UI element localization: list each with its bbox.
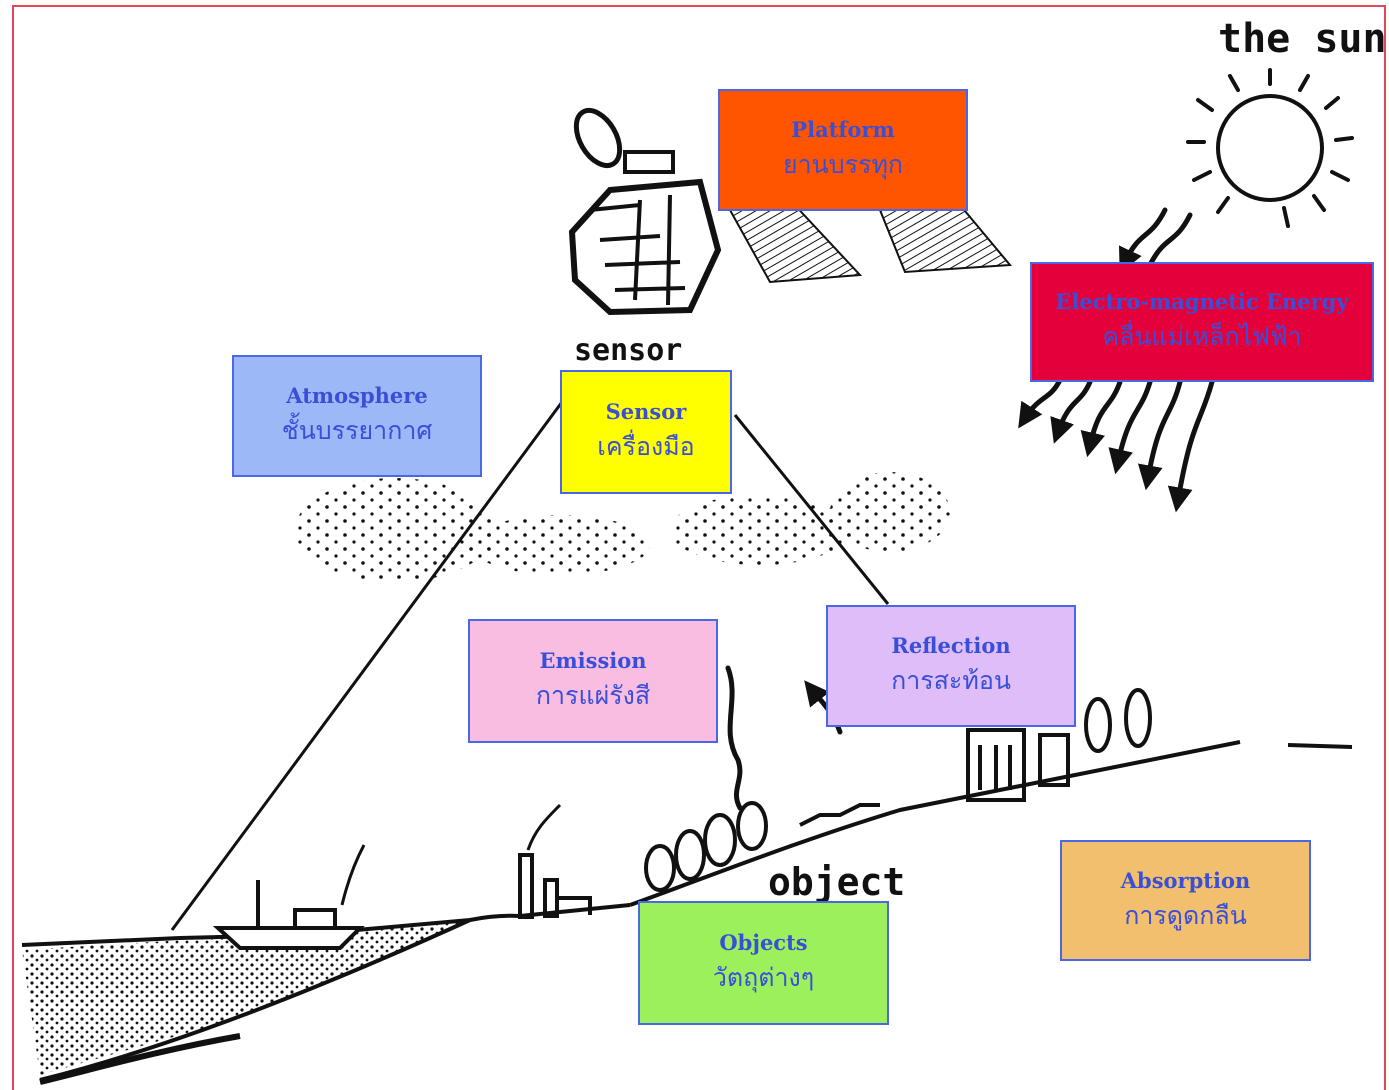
satellite-icon bbox=[568, 108, 1013, 316]
absorption-label-th: การดูดกลืน bbox=[1124, 900, 1247, 930]
platform-box: Platform ยานบรรทุก bbox=[718, 89, 968, 211]
sun-icon bbox=[1186, 68, 1354, 228]
emission-reflection-lines bbox=[725, 665, 843, 811]
sensor-label-th: เครื่องมือ bbox=[597, 432, 695, 462]
objects-label-en: Objects bbox=[719, 930, 808, 956]
reflection-box: Reflection การสะท้อน bbox=[826, 605, 1076, 727]
em-energy-label-en: Electro-magnetic Energy bbox=[1055, 289, 1349, 315]
platform-label-th: ยานบรรทุก bbox=[782, 150, 904, 180]
objects-label-th: วัตถุต่างๆ bbox=[712, 963, 815, 993]
image-frame bbox=[12, 5, 1386, 1090]
factory-icon bbox=[518, 803, 592, 919]
platform-label-en: Platform bbox=[791, 117, 895, 143]
emission-box: Emission การแผ่รังสี bbox=[468, 619, 718, 743]
sensor-box: Sensor เครื่องมือ bbox=[560, 370, 732, 494]
boat-icon bbox=[212, 844, 366, 950]
sensor-sketch-label: sensor bbox=[574, 333, 682, 368]
sun-label: the sun bbox=[1218, 16, 1387, 62]
atmosphere-label-en: Atmosphere bbox=[286, 383, 428, 409]
atmosphere-label-th: ชั้นบรรยากาศ bbox=[281, 416, 433, 446]
em-energy-box: Electro-magnetic Energy คลื่นแม่เหล็กไฟฟ… bbox=[1030, 262, 1374, 382]
absorption-box: Absorption การดูดกลืน bbox=[1060, 840, 1311, 961]
em-energy-label-th: คลื่นแม่เหล็กไฟฟ้า bbox=[1102, 322, 1302, 352]
reflection-label-th: การสะท้อน bbox=[891, 666, 1011, 696]
trees-icon bbox=[644, 688, 1152, 892]
sensor-view-lines bbox=[170, 401, 890, 931]
emission-label-th: การแผ่รังสี bbox=[535, 681, 651, 711]
emission-label-en: Emission bbox=[539, 648, 647, 674]
water bbox=[22, 922, 470, 1085]
sensor-label-en: Sensor bbox=[605, 399, 687, 425]
absorption-label-en: Absorption bbox=[1120, 867, 1251, 893]
reflection-label-en: Reflection bbox=[891, 633, 1011, 659]
objects-box: Objects วัตถุต่างๆ bbox=[638, 901, 889, 1025]
object-sketch-label: object bbox=[768, 860, 905, 904]
atmosphere-box: Atmosphere ชั้นบรรยากาศ bbox=[232, 355, 482, 477]
buildings-icon bbox=[966, 728, 1070, 802]
atmosphere-dots bbox=[295, 472, 950, 582]
energy-rays bbox=[1018, 207, 1215, 513]
